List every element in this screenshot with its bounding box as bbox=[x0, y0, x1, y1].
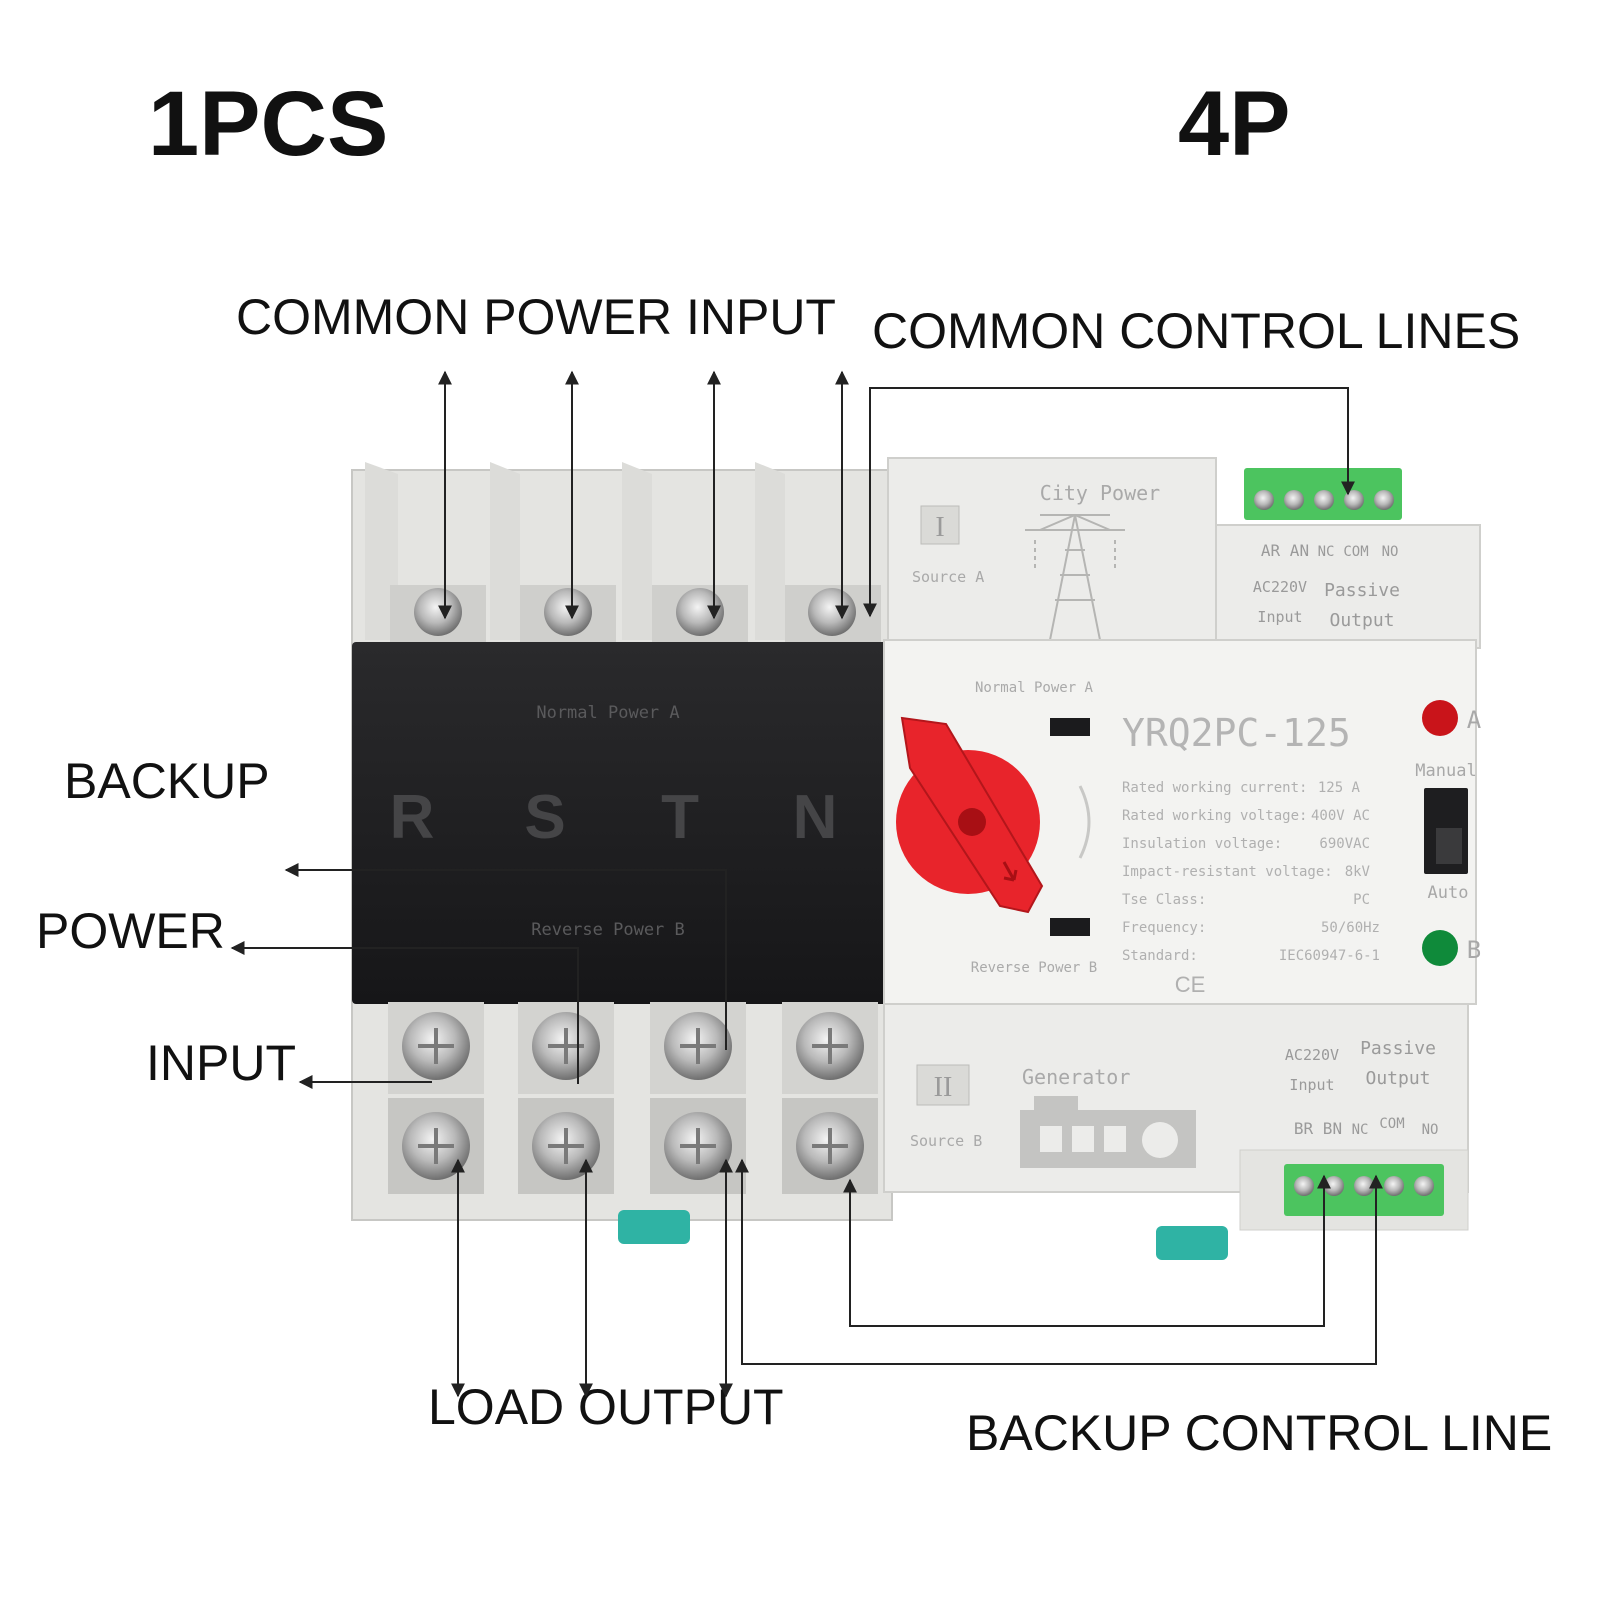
bottom-output: Output bbox=[1365, 1068, 1430, 1089]
screw-icon bbox=[1294, 1176, 1314, 1196]
top-passive: Passive bbox=[1324, 580, 1400, 601]
panel-normal-power: Normal Power A bbox=[975, 680, 1094, 696]
common-power-input-label: COMMON POWER INPUT bbox=[236, 289, 836, 345]
spec-list: Rated working current: 125 A Rated worki… bbox=[1122, 780, 1380, 964]
bottom-pin-no: NO bbox=[1422, 1122, 1439, 1138]
controller-module: I Source A City Power AR AN NC COM NO AC… bbox=[883, 457, 1482, 1260]
lower-terminals bbox=[388, 1002, 878, 1194]
screw-icon bbox=[1254, 490, 1274, 510]
indicator-label-b: B bbox=[1467, 936, 1481, 964]
top-input: Input bbox=[1257, 608, 1302, 626]
top-terminal-fins bbox=[365, 462, 785, 640]
top-pin-no: NO bbox=[1382, 544, 1399, 560]
spec-value: 690VAC bbox=[1319, 836, 1370, 852]
top-voltage: AC220V bbox=[1253, 578, 1307, 596]
phase-r: R bbox=[390, 783, 435, 852]
bottom-passive: Passive bbox=[1360, 1038, 1436, 1059]
spec-value: 125 A bbox=[1318, 780, 1361, 796]
source-b-badge bbox=[916, 1064, 970, 1106]
input-label: INPUT bbox=[146, 1035, 296, 1091]
top-pin-com: COM bbox=[1343, 544, 1368, 560]
spec-label: Rated working current: bbox=[1122, 780, 1307, 796]
spec-label: Frequency: bbox=[1122, 920, 1206, 936]
generator-icon bbox=[1020, 1096, 1196, 1168]
din-clip-left bbox=[618, 1210, 690, 1244]
position-window-bottom bbox=[1050, 918, 1090, 936]
screw-icon bbox=[544, 588, 592, 636]
screw-icon bbox=[414, 588, 462, 636]
source-b-label: Source B bbox=[910, 1132, 982, 1150]
indicator-led-a bbox=[1422, 700, 1458, 736]
spec-label: Impact-resistant voltage: bbox=[1122, 864, 1333, 880]
source-b-name: Generator bbox=[1022, 1065, 1130, 1089]
cover-normal-power: Normal Power A bbox=[536, 703, 679, 723]
poles-label: 4P bbox=[1178, 73, 1291, 175]
spec-label: Tse Class: bbox=[1122, 892, 1206, 908]
din-clip-right bbox=[1156, 1226, 1228, 1260]
bottom-pin-nc: NC bbox=[1352, 1122, 1369, 1138]
bottom-input: Input bbox=[1289, 1076, 1334, 1094]
ce-mark: CE bbox=[1175, 972, 1206, 997]
callout-lines bbox=[230, 370, 1383, 1398]
screw-icon bbox=[1324, 1176, 1344, 1196]
rotary-handle[interactable] bbox=[896, 716, 1044, 914]
screw-icon bbox=[808, 588, 856, 636]
power-label: POWER bbox=[36, 903, 225, 959]
switch-body: Normal Power A Reverse Power B R S T N bbox=[351, 462, 893, 1244]
spec-label: Rated working voltage: bbox=[1122, 808, 1307, 824]
source-a-numeral: I bbox=[935, 512, 944, 543]
screw-icon bbox=[1284, 490, 1304, 510]
bottom-pins-input: BR BN bbox=[1294, 1119, 1342, 1138]
quantity-label: 1PCS bbox=[148, 73, 389, 175]
auto-label: Auto bbox=[1428, 883, 1469, 903]
backup-control-line-label: BACKUP CONTROL LINE bbox=[966, 1405, 1553, 1461]
spec-value: 400V AC bbox=[1311, 808, 1370, 824]
position-window-top bbox=[1050, 718, 1090, 736]
source-a-label: Source A bbox=[912, 568, 984, 586]
screw-icon bbox=[1354, 1176, 1374, 1196]
screw-icon bbox=[1374, 490, 1394, 510]
bottom-pin-com: COM bbox=[1379, 1116, 1404, 1132]
rotation-arrow-icon bbox=[1078, 785, 1091, 859]
top-output: Output bbox=[1329, 610, 1394, 631]
spec-value: PC bbox=[1353, 892, 1370, 908]
manual-label: Manual bbox=[1415, 761, 1476, 781]
cover-reverse-power: Reverse Power B bbox=[531, 920, 685, 940]
panel-reverse-power: Reverse Power B bbox=[971, 960, 1097, 976]
common-control-lines-label: COMMON CONTROL LINES bbox=[872, 303, 1521, 359]
model-name: YRQ2PC-125 bbox=[1122, 711, 1351, 755]
screw-icon bbox=[676, 588, 724, 636]
phase-n: N bbox=[793, 783, 838, 852]
phase-t: T bbox=[661, 783, 699, 852]
screw-icon bbox=[1414, 1176, 1434, 1196]
screw-icon bbox=[1384, 1176, 1404, 1196]
top-pins-input: AR AN bbox=[1261, 541, 1309, 560]
spec-label: Insulation voltage: bbox=[1122, 836, 1282, 852]
source-a-name: City Power bbox=[1040, 481, 1160, 505]
spec-value: 8kV bbox=[1345, 864, 1371, 880]
phase-s: S bbox=[524, 783, 565, 852]
spec-value: IEC60947-6-1 bbox=[1279, 948, 1380, 964]
source-b-numeral: II bbox=[934, 1072, 953, 1103]
backup-label: BACKUP bbox=[64, 753, 270, 809]
top-pin-nc: NC bbox=[1318, 544, 1335, 560]
screw-icon bbox=[1314, 490, 1334, 510]
phase-cover bbox=[352, 642, 888, 1004]
bottom-voltage: AC220V bbox=[1285, 1046, 1339, 1064]
indicator-label-a: A bbox=[1467, 706, 1482, 734]
spec-value: 50/60Hz bbox=[1321, 920, 1380, 936]
indicator-led-b bbox=[1422, 930, 1458, 966]
spec-label: Standard: bbox=[1122, 948, 1198, 964]
